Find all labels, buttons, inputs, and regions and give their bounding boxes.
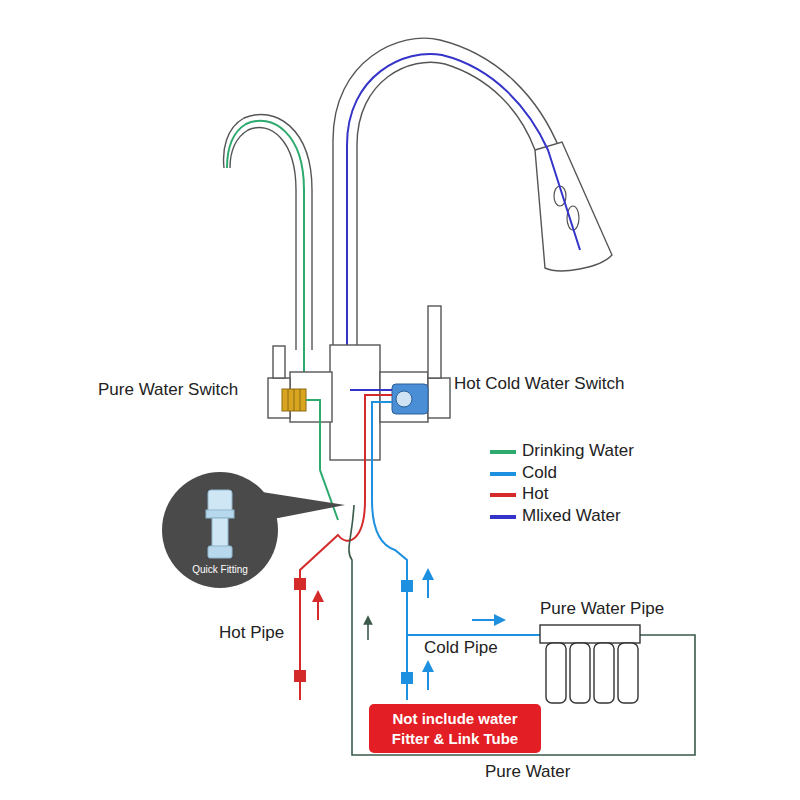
legend-text: Drinking Water (522, 441, 634, 461)
text-label: Pure Water Switch (96, 380, 240, 400)
legend-text: Mlixed Water (522, 506, 621, 526)
legend-text: Hot (522, 484, 548, 504)
callout-circle: Quick Fitting (162, 472, 278, 588)
text-label: Hot Pipe (217, 623, 286, 643)
note-box: Not include water Fitter & Link Tube (369, 704, 541, 753)
legend-swatch (490, 515, 516, 519)
text-label: Pure Water (483, 762, 572, 782)
legend-swatch (490, 472, 516, 476)
text-label: Cold Pipe (422, 638, 500, 658)
legend-swatch (490, 493, 516, 497)
text-label: Hot Cold Water Switch (452, 374, 626, 394)
legend-text: Cold (522, 463, 557, 483)
callout-text: Quick Fitting (162, 564, 278, 575)
note-text: Not include water Fitter & Link Tube (377, 709, 533, 748)
text-label: Pure Water Pipe (538, 599, 666, 619)
legend-swatch (490, 450, 516, 454)
